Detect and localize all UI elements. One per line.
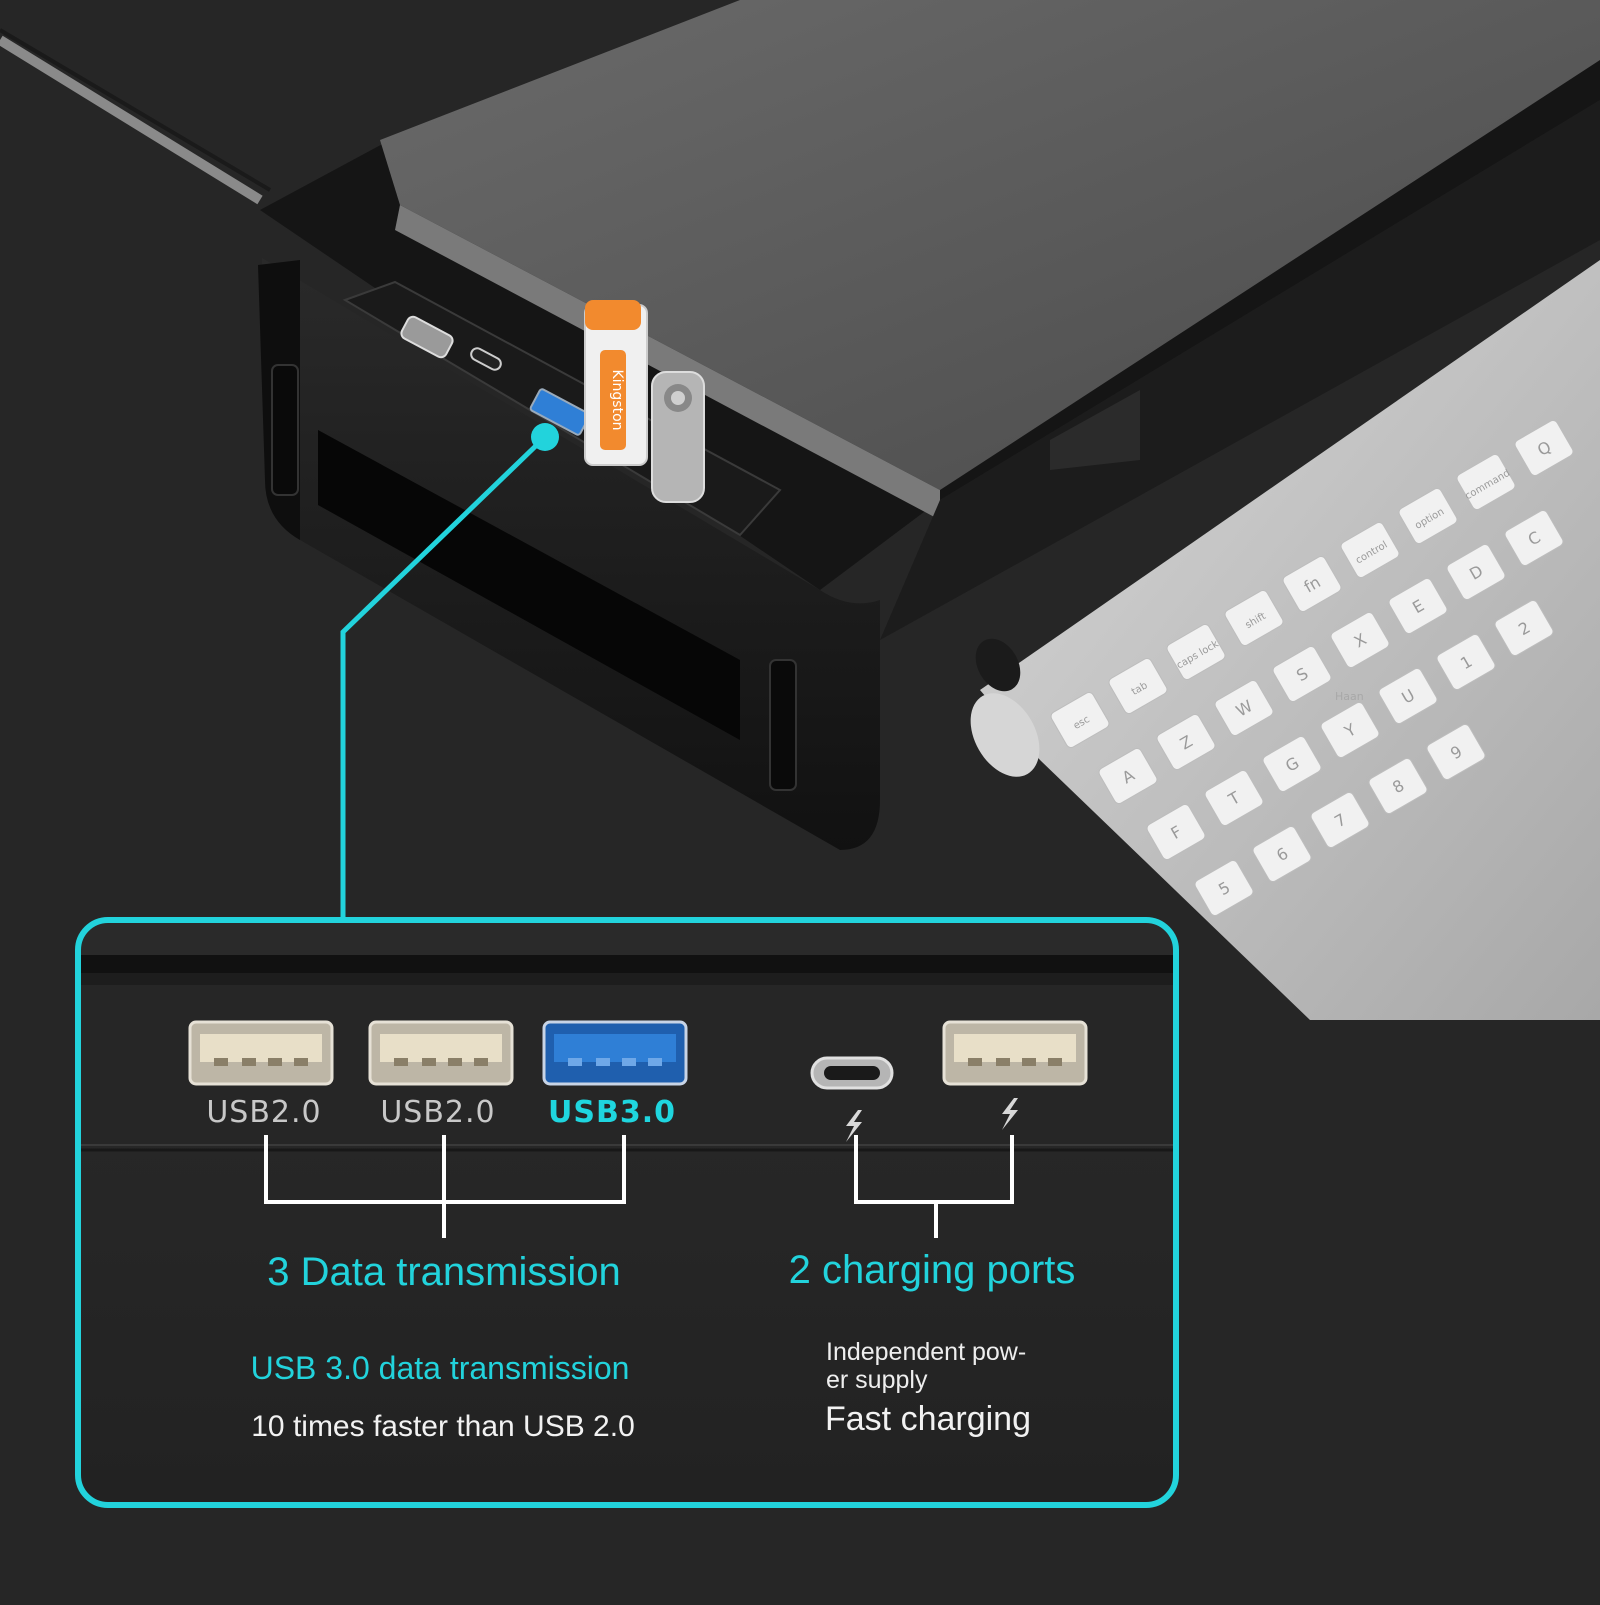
keyboard-key: F	[1146, 804, 1206, 860]
keyboard-key: 2	[1494, 600, 1554, 656]
keyboard-key: U	[1378, 668, 1438, 724]
keyboard-key: tab	[1108, 658, 1168, 714]
keyboard-key: esc	[1050, 692, 1110, 748]
usb2-charge-port	[942, 1020, 1088, 1086]
usb-flash-drive: Kingston	[584, 300, 648, 466]
keyboard-key: fn	[1282, 556, 1342, 612]
keyboard-key: 1	[1436, 634, 1496, 690]
usb-c-port	[810, 1056, 894, 1090]
charging-bracket	[854, 1135, 1014, 1238]
keyboard-key: W	[1214, 680, 1274, 736]
charge-group-title: 2 charging ports	[788, 1248, 1076, 1292]
keyboard-key: G	[1262, 736, 1322, 792]
lightning-icon	[1002, 1098, 1018, 1130]
keyboard-key: Z	[1156, 714, 1216, 770]
charge-group-line3: Fast charging	[825, 1400, 1031, 1438]
data-bracket	[264, 1135, 626, 1238]
keyboard-key: S	[1272, 646, 1332, 702]
keyboard-key: X	[1330, 612, 1390, 668]
keyboard-key: Q	[1514, 420, 1574, 476]
port-label-usb2-1: USB2.0	[206, 1095, 322, 1130]
data-group-title: 3 Data transmission	[267, 1250, 621, 1294]
data-group-line2: 10 times faster than USB 2.0	[251, 1410, 635, 1443]
keyboard-key: A	[1098, 748, 1158, 804]
data-group-line1: USB 3.0 data transmission	[250, 1350, 630, 1386]
keyboard-key: 7	[1310, 792, 1370, 848]
keyboard-key: control	[1340, 522, 1400, 578]
charge-group-line1: Independent pow-	[826, 1338, 1027, 1366]
keyboard-key: T	[1204, 770, 1264, 826]
usb2-port-1	[188, 1020, 334, 1086]
keyboard-key: 5	[1194, 860, 1254, 916]
keyboard-key: E	[1388, 578, 1448, 634]
lightning-icon	[846, 1110, 862, 1142]
keyboard-key: Y	[1320, 702, 1380, 758]
keyboard-key: 8	[1368, 758, 1428, 814]
keyboard-brand: Haan	[1335, 690, 1364, 703]
keyboard-key: D	[1446, 544, 1506, 600]
keyboard-key: caps lock	[1166, 624, 1226, 680]
callout-connector	[340, 423, 559, 918]
keyboard-key: C	[1504, 510, 1564, 566]
usb3-port	[542, 1020, 688, 1086]
keyboard-key: 9	[1426, 724, 1486, 780]
keyboard-key: 6	[1252, 826, 1312, 882]
back-cable	[0, 28, 272, 205]
monitor-stand	[258, 0, 1600, 850]
charge-group-line2: er supply	[826, 1366, 928, 1394]
port-label-usb3: USB3.0	[548, 1095, 676, 1130]
keyboard-key: shift	[1224, 590, 1284, 646]
flash-drive-brand: Kingston	[609, 369, 625, 430]
port-label-usb2-2: USB2.0	[380, 1095, 496, 1130]
keyboard-key: option	[1398, 488, 1458, 544]
usb2-port-2	[368, 1020, 514, 1086]
